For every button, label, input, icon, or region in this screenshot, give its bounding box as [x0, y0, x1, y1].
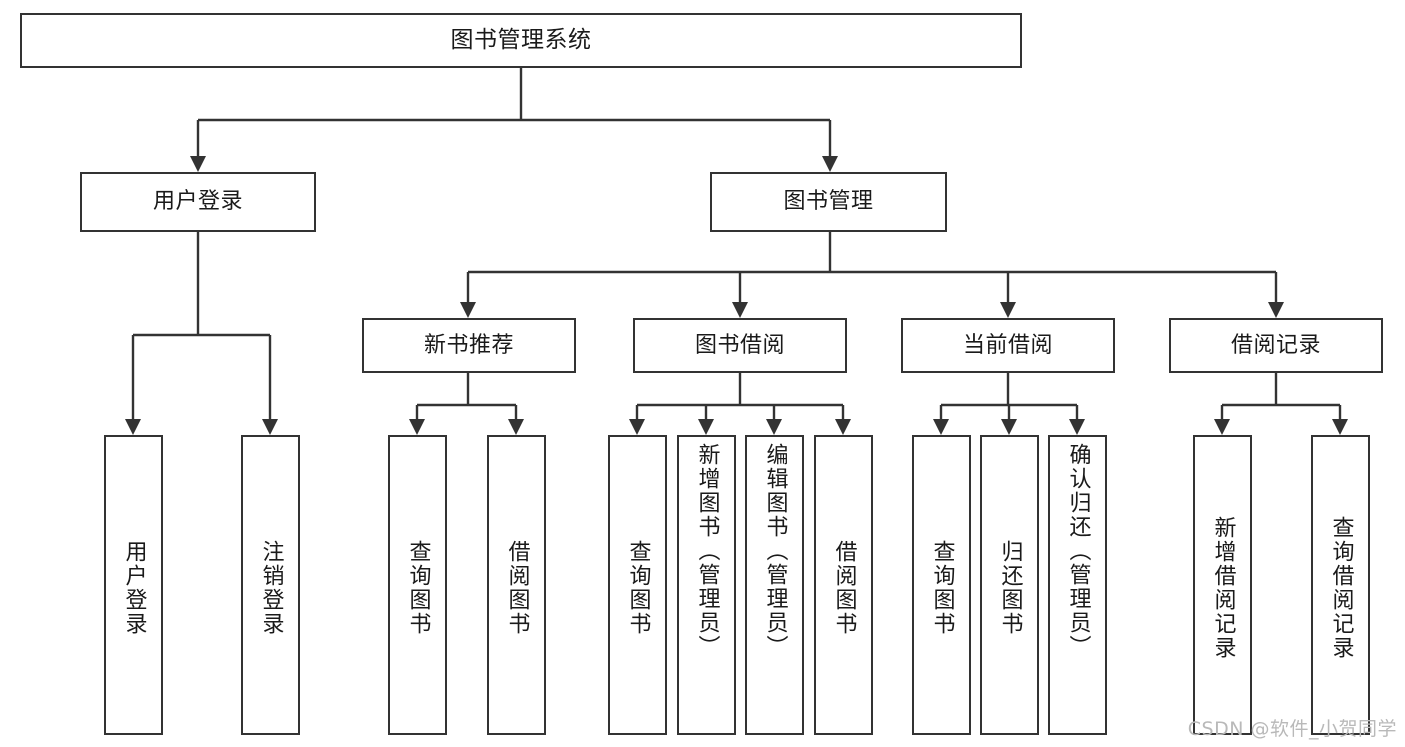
watermark: CSDN @软件_小贺同学 — [1187, 718, 1397, 740]
node-borrow-record[interactable]: 借阅记录 — [1169, 318, 1383, 373]
leaf-book-borrow-3-label: 编辑图书（管理员） — [762, 443, 788, 659]
arrow-user-login-leaf-1 — [125, 419, 141, 435]
arrow-current-borrow-leaf-1 — [933, 419, 949, 435]
node-new-book-recommend-label: 新书推荐 — [423, 332, 514, 358]
node-new-book-recommend[interactable]: 新书推荐 — [362, 318, 576, 373]
leaf-borrow-record-1[interactable]: 新增借阅记录 — [1193, 435, 1252, 735]
leaf-new-book-2[interactable]: 借阅图书 — [487, 435, 546, 735]
node-user-login[interactable]: 用户登录 — [80, 172, 316, 232]
leaf-book-borrow-1-label: 查询图书 — [625, 540, 651, 636]
leaf-borrow-record-2[interactable]: 查询借阅记录 — [1311, 435, 1370, 735]
arrow-book-borrow-leaf-1 — [629, 419, 645, 435]
node-user-login-label: 用户登录 — [152, 189, 243, 215]
arrow-to-book-manage — [822, 156, 838, 172]
node-current-borrow-label: 当前借阅 — [962, 332, 1053, 358]
leaf-book-borrow-2-label: 新增图书（管理员） — [694, 443, 720, 659]
arrow-new-book-leaf-2 — [508, 419, 524, 435]
arrow-book-borrow-leaf-4 — [835, 419, 851, 435]
node-borrow-record-label: 借阅记录 — [1230, 332, 1321, 358]
leaf-current-borrow-3[interactable]: 确认归还（管理员） — [1048, 435, 1107, 735]
leaf-book-borrow-4[interactable]: 借阅图书 — [814, 435, 873, 735]
arrow-book-borrow-leaf-3 — [766, 419, 782, 435]
leaf-current-borrow-3-label: 确认归还（管理员） — [1065, 443, 1091, 659]
leaf-user-login-1[interactable]: 用户登录 — [104, 435, 163, 735]
leaf-new-book-1-label: 查询图书 — [405, 540, 431, 636]
node-book-manage-label: 图书管理 — [783, 189, 874, 215]
leaf-user-login-2[interactable]: 注销登录 — [241, 435, 300, 735]
leaf-book-borrow-1[interactable]: 查询图书 — [608, 435, 667, 735]
leaf-new-book-2-label: 借阅图书 — [504, 540, 530, 636]
leaf-borrow-record-1-label: 新增借阅记录 — [1210, 516, 1236, 660]
node-book-borrow-label: 图书借阅 — [694, 332, 785, 358]
leaf-book-borrow-3[interactable]: 编辑图书（管理员） — [745, 435, 804, 735]
arrow-to-borrow-record — [1268, 302, 1284, 318]
leaf-current-borrow-2-label: 归还图书 — [997, 540, 1023, 636]
arrow-to-book-borrow — [732, 302, 748, 318]
node-book-borrow[interactable]: 图书借阅 — [633, 318, 847, 373]
leaf-user-login-2-label: 注销登录 — [258, 540, 284, 636]
leaf-user-login-1-label: 用户登录 — [121, 540, 147, 636]
leaf-current-borrow-1-label: 查询图书 — [929, 540, 955, 636]
node-root[interactable]: 图书管理系统 — [20, 13, 1022, 68]
arrow-current-borrow-leaf-2 — [1001, 419, 1017, 435]
leaf-current-borrow-1[interactable]: 查询图书 — [912, 435, 971, 735]
leaf-current-borrow-2[interactable]: 归还图书 — [980, 435, 1039, 735]
leaf-book-borrow-2[interactable]: 新增图书（管理员） — [677, 435, 736, 735]
node-book-manage[interactable]: 图书管理 — [710, 172, 947, 232]
arrow-borrow-record-leaf-2 — [1332, 419, 1348, 435]
arrow-to-new-book — [460, 302, 476, 318]
leaf-new-book-1[interactable]: 查询图书 — [388, 435, 447, 735]
node-root-label: 图书管理系统 — [450, 26, 592, 53]
arrow-current-borrow-leaf-3 — [1069, 419, 1085, 435]
arrow-new-book-leaf-1 — [409, 419, 425, 435]
leaf-borrow-record-2-label: 查询借阅记录 — [1328, 516, 1354, 660]
arrow-book-borrow-leaf-2 — [698, 419, 714, 435]
arrow-user-login-leaf-2 — [262, 419, 278, 435]
node-current-borrow[interactable]: 当前借阅 — [901, 318, 1115, 373]
arrow-to-current-borrow — [1000, 302, 1016, 318]
arrow-to-user-login — [190, 156, 206, 172]
leaf-book-borrow-4-label: 借阅图书 — [831, 540, 857, 636]
arrow-borrow-record-leaf-1 — [1214, 419, 1230, 435]
